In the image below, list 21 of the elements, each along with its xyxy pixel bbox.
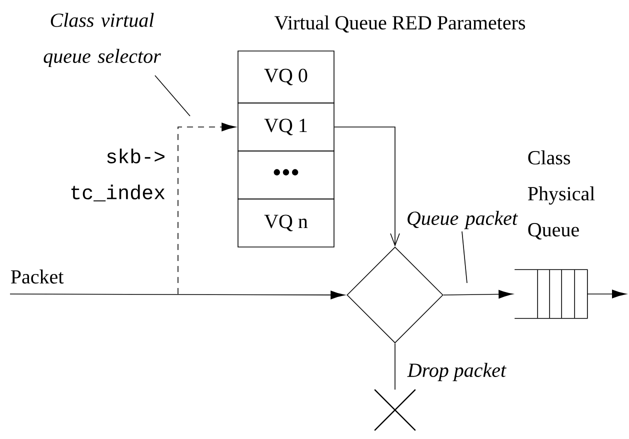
arrow [10,290,345,300]
title: Virtual Queue RED Parameters [274,15,526,33]
decision-diamond [346,246,444,344]
annotation: Class virtual queue selector [44,12,161,68]
connector-line [394,343,396,390]
queue-cell: VQ n [238,198,334,248]
edge-label: Drop packet [405,360,508,384]
arrow [587,290,626,298]
leader-line [462,231,468,284]
queue-heading: Class Physical Queue [528,150,595,240]
arrow [443,290,513,298]
edge-label: Packet [8,268,66,286]
queue-cell: ••• [238,150,334,200]
edge-label: skb-> tc_index [54,146,168,204]
arrow [178,122,236,294]
annotation: Queue packet [408,210,518,230]
queue-cell: VQ 1 [238,102,334,152]
drop-cross [374,389,416,431]
leader-line [154,75,190,116]
queue-cell: VQ 0 [238,50,334,104]
arrow [334,126,400,247]
